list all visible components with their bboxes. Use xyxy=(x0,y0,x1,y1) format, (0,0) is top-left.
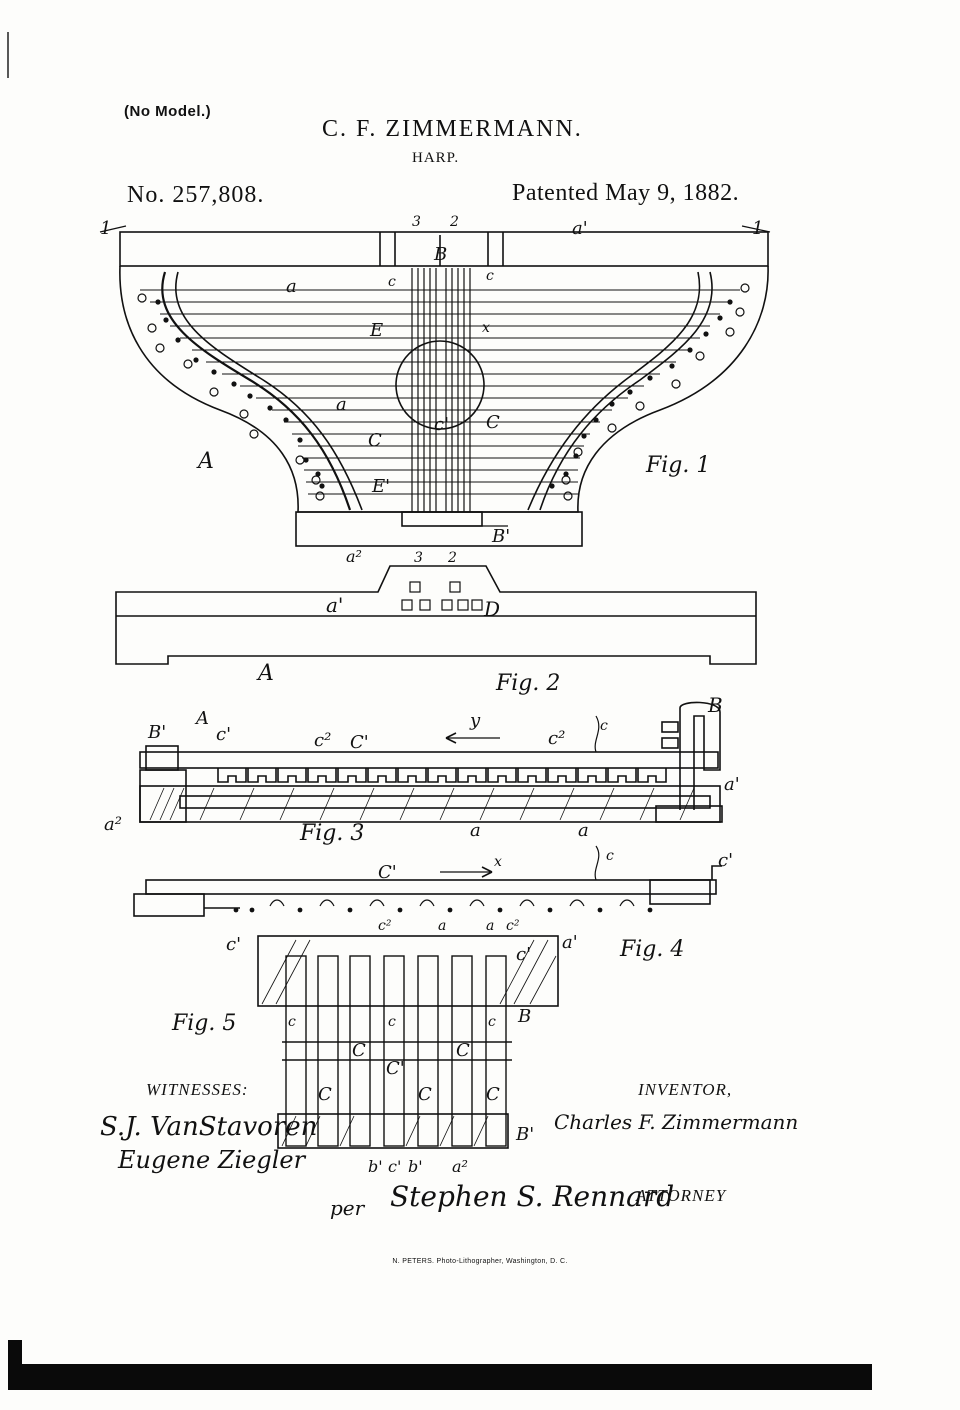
label-x-fig4: x xyxy=(494,854,502,870)
label-a-prime-fig3: a' xyxy=(724,774,740,795)
label-a-fig4-left: a xyxy=(438,918,446,934)
patent-number: No. 257,808. xyxy=(127,182,265,208)
label-B-prime-fig1: B' xyxy=(491,526,510,547)
label-c-prime-fig3: c' xyxy=(216,724,231,745)
figure-2-top-view xyxy=(115,565,757,665)
label-section-1-right: 1 xyxy=(752,218,763,239)
label-B-fig3: B xyxy=(707,693,723,717)
figure-5-key-detail xyxy=(257,935,559,1149)
figure-1-caption: Fig. 1 xyxy=(645,453,710,478)
inventor-heading: C. F. ZIMMERMANN. xyxy=(322,116,583,142)
figure-3-side-section xyxy=(139,701,723,823)
witness-1-signature: S.J. VanStavoren xyxy=(100,1112,318,1142)
label-C-fig1-right: C xyxy=(486,412,500,433)
label-A-fig1: A xyxy=(196,449,214,474)
attorney-signature: Stephen S. Rennard xyxy=(390,1180,675,1213)
label-a-fig1-top: a xyxy=(286,276,297,297)
inventor-signature: Charles F. Zimmermann xyxy=(554,1110,799,1134)
label-B-fig5: B xyxy=(517,1006,531,1027)
invention-title: HARP. xyxy=(412,150,460,166)
label-c-fig5-1: c xyxy=(288,1014,296,1030)
label-a-prime-fig2: a' xyxy=(326,593,343,617)
label-B-prime-fig3: B' xyxy=(147,722,166,743)
figure-5-caption: Fig. 5 xyxy=(171,1011,236,1036)
label-a2-fig5: a² xyxy=(452,1157,468,1176)
label-C-fig5-2: C xyxy=(456,1040,470,1061)
scan-edge-bottom xyxy=(22,1364,872,1390)
label-c-prime-fig5-right: c' xyxy=(516,944,531,965)
label-B-fig1: B xyxy=(433,244,447,265)
label-b-prime-fig5-right: b' xyxy=(408,1157,423,1176)
label-a-prime-fig4: a' xyxy=(562,932,578,953)
label-c2-fig4-left: c² xyxy=(378,918,392,934)
label-C-prime-fig5: C' xyxy=(386,1058,405,1079)
label-c2-fig3-left: c² xyxy=(314,730,331,751)
label-C-fig5-4: C xyxy=(418,1084,432,1105)
label-section-2: 2 xyxy=(449,214,459,230)
inventor-label: INVENTOR, xyxy=(638,1080,733,1099)
figure-4-side-section xyxy=(133,845,722,917)
label-x-fig1: x xyxy=(482,320,490,336)
witness-2-signature: Eugene Ziegler xyxy=(118,1146,306,1174)
figure-2-caption: Fig. 2 xyxy=(495,671,560,696)
model-note: (No Model.) xyxy=(124,103,212,120)
attorney-label: ATTORNEY xyxy=(636,1186,727,1205)
label-c-prime-fig5-left: c' xyxy=(226,934,241,955)
label-a2-fig3: a² xyxy=(104,814,122,835)
label-A-fig3: A xyxy=(194,708,209,729)
label-c2-fig3-right: c² xyxy=(548,728,565,749)
printer-credit: N. PETERS. Photo-Lithographer, Washingto… xyxy=(392,1258,568,1265)
label-c-fig5-2: c xyxy=(388,1014,396,1030)
label-c-fig1-right: c xyxy=(486,268,494,284)
label-E-prime-fig1: E' xyxy=(371,476,390,497)
label-C-fig5-3: C xyxy=(318,1084,332,1105)
label-c-prime-fig5-bottom: c' xyxy=(388,1157,401,1176)
label-a-fig3-left: a xyxy=(470,820,481,841)
label-a-fig4-right: a xyxy=(486,918,494,934)
label-a2-fig1: a² xyxy=(346,547,362,566)
label-E-fig1: E xyxy=(369,320,383,341)
label-C-fig5-5: C xyxy=(486,1084,500,1105)
label-a-fig3-right: a xyxy=(578,820,589,841)
label-C-prime-fig3: C' xyxy=(350,732,369,753)
label-a-fig1-mid: a xyxy=(336,394,347,415)
label-c-prime-fig1: c' xyxy=(434,414,449,435)
label-b-prime-fig5-left: b' xyxy=(368,1157,383,1176)
scan-edge-left xyxy=(8,1340,22,1390)
label-C-prime-fig4: C' xyxy=(378,862,397,883)
figure-3-caption: Fig. 3 xyxy=(299,821,364,846)
label-c2-fig4-right: c² xyxy=(506,918,520,934)
label-a-prime-fig1: a' xyxy=(572,218,588,239)
label-section-3: 3 xyxy=(412,214,421,230)
figure-4-caption: Fig. 4 xyxy=(619,937,684,962)
witnesses-label: WITNESSES: xyxy=(146,1080,249,1099)
per-text: per xyxy=(330,1196,365,1220)
label-c-fig5-3: c xyxy=(488,1014,496,1030)
figure-1-harp-front-view xyxy=(99,225,771,547)
label-c-fig4: c xyxy=(606,848,614,864)
label-c-prime-fig4: c' xyxy=(718,850,733,871)
label-c-fig3: c xyxy=(600,718,608,734)
label-section-1-left: 1 xyxy=(100,218,111,239)
label-C-fig5-1: C xyxy=(352,1040,366,1061)
label-D-fig2: D xyxy=(483,597,500,621)
label-B-prime-fig5: B' xyxy=(515,1124,534,1145)
label-c-fig1-left: c xyxy=(388,274,396,290)
label-C-fig1-left: C xyxy=(368,430,382,451)
label-section-2-bottom: 2 xyxy=(447,550,457,566)
label-A-fig2: A xyxy=(256,661,274,686)
label-section-3-bottom: 3 xyxy=(414,550,423,566)
patent-date: Patented May 9, 1882. xyxy=(512,180,740,206)
label-y-fig3: y xyxy=(469,710,481,731)
